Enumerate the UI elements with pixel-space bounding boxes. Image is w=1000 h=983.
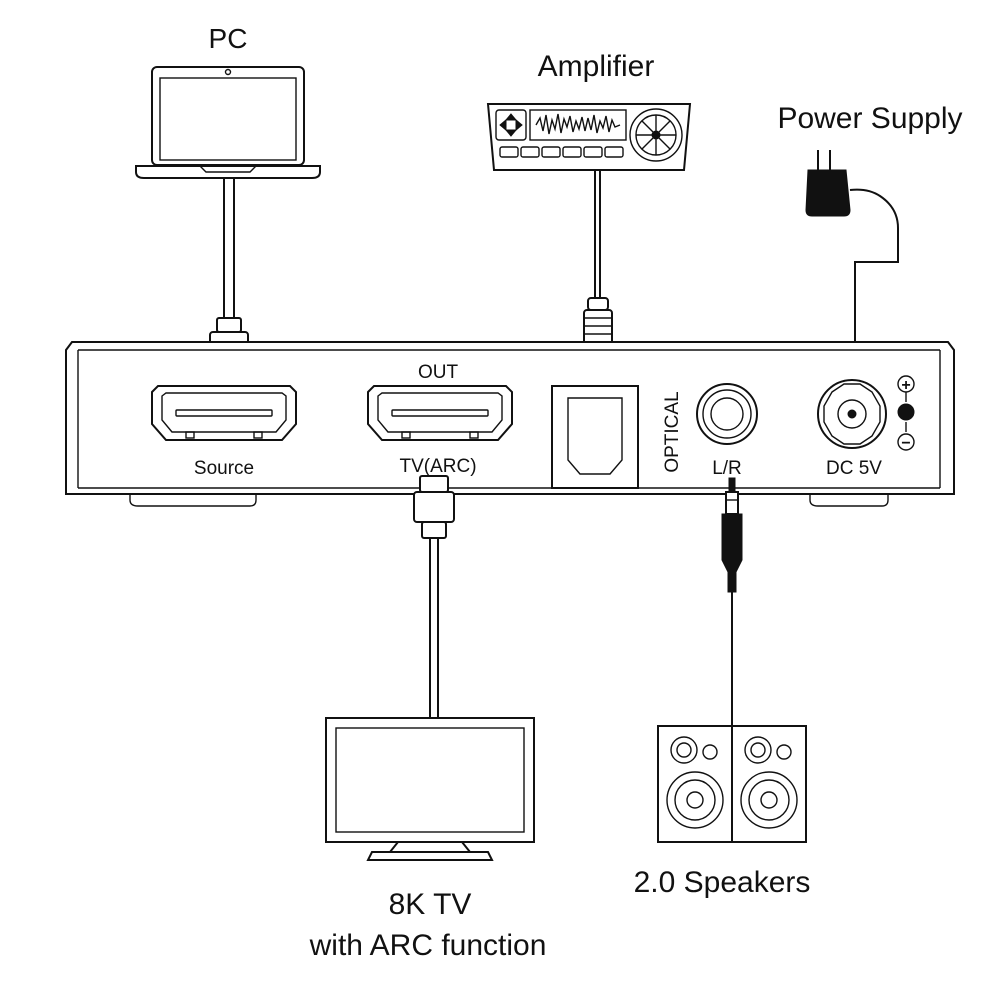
power-supply-label: Power Supply: [777, 102, 962, 135]
amplifier-label: Amplifier: [538, 50, 655, 83]
pc-label: PC: [209, 23, 248, 54]
dc-power-port: [817, 379, 887, 449]
optical-port-label: OPTICAL: [662, 391, 683, 472]
optical-port: [551, 385, 639, 489]
laptop-icon: [135, 66, 321, 179]
power-adapter-icon: [805, 150, 899, 363]
polarity-minus: −: [901, 435, 910, 452]
hdmi-out-port: [367, 385, 513, 441]
polarity-symbol: + −: [897, 375, 915, 452]
lr-port-label: L/R: [712, 458, 742, 479]
speakers-label: 2.0 Speakers: [634, 866, 811, 899]
tv-label-line1: 8K TV: [389, 888, 472, 921]
amplifier-icon: [486, 103, 692, 171]
source-port-label: Source: [194, 458, 254, 479]
out-port-label: OUT: [418, 362, 459, 383]
hdmi-source-port: [151, 385, 297, 441]
tv-icon: [325, 717, 535, 861]
tv-label-line2: with ARC function: [309, 929, 547, 962]
polarity-plus: +: [901, 377, 910, 394]
dc-port-label: DC 5V: [826, 458, 882, 479]
audio-cable: [721, 477, 743, 726]
tv-hdmi-cable: [413, 475, 455, 718]
tv-arc-port-label: TV(ARC): [399, 456, 476, 477]
lr-audio-jack: [696, 383, 758, 445]
speakers-icon: [657, 725, 807, 843]
